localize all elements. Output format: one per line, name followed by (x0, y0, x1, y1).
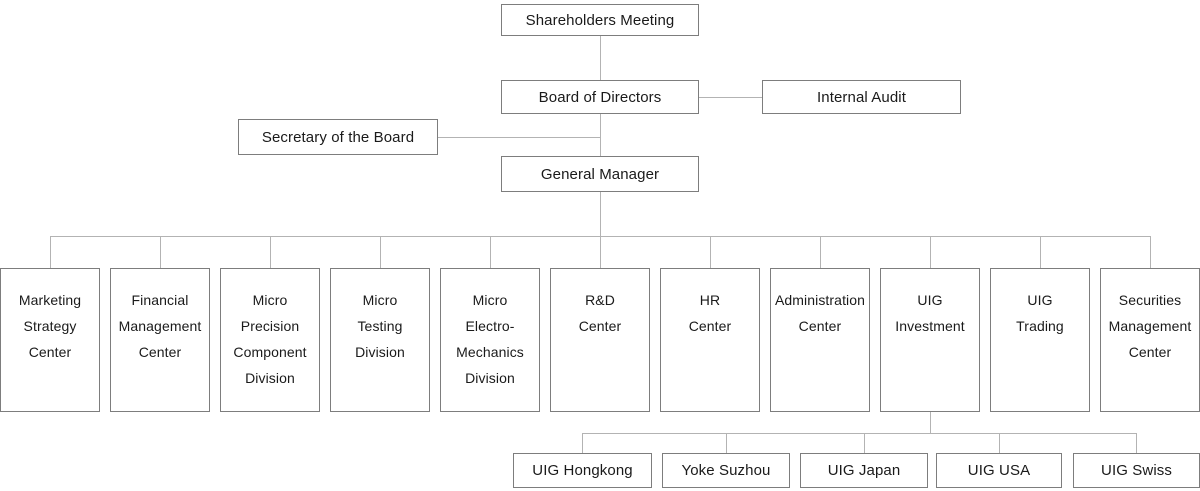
connector-drop (930, 236, 931, 268)
node-shareholders-meeting: Shareholders Meeting (501, 4, 699, 36)
connector-uig-investment-subsidiary-bus (930, 412, 931, 433)
node-uig-japan: UIG Japan (800, 453, 928, 488)
connector-gm-bus (600, 192, 601, 236)
connector-drop (600, 236, 601, 268)
node-uig-trading: UIG Trading (990, 268, 1090, 412)
connector-shareholders-board (600, 36, 601, 80)
connector-secretary-trunk (438, 137, 600, 138)
connector-drop (864, 433, 865, 453)
node-financial-management-center: Financial Management Center (110, 268, 210, 412)
connector-drop (160, 236, 161, 268)
node-uig-usa: UIG USA (936, 453, 1062, 488)
connector-board-internal-audit (699, 97, 763, 98)
node-marketing-strategy-center: Marketing Strategy Center (0, 268, 100, 412)
node-hr-center: HR Center (660, 268, 760, 412)
connector-drop (820, 236, 821, 268)
node-uig-hongkong: UIG Hongkong (513, 453, 652, 488)
connector-drop (1150, 236, 1151, 268)
node-administration-center: Administration Center (770, 268, 870, 412)
node-micro-precision-component-division: Micro Precision Component Division (220, 268, 320, 412)
node-internal-audit: Internal Audit (762, 80, 961, 114)
node-uig-swiss: UIG Swiss (1073, 453, 1200, 488)
connector-drop (582, 433, 583, 453)
node-secretary-of-the-board: Secretary of the Board (238, 119, 438, 155)
node-general-manager: General Manager (501, 156, 699, 192)
connector-drop (726, 433, 727, 453)
connector-drop (999, 433, 1000, 453)
connector-subsidiary-bus (582, 433, 1136, 434)
connector-drop (1136, 433, 1137, 453)
connector-drop (50, 236, 51, 268)
connector-board-gm (600, 114, 601, 156)
connector-drop (380, 236, 381, 268)
node-securities-management-center: Securities Management Center (1100, 268, 1200, 412)
connector-drop (1040, 236, 1041, 268)
node-yoke-suzhou: Yoke Suzhou (662, 453, 790, 488)
node-uig-investment: UIG Investment (880, 268, 980, 412)
connector-drop (710, 236, 711, 268)
node-board-of-directors: Board of Directors (501, 80, 699, 114)
node-micro-electro-mechanics-division: Micro Electro- Mechanics Division (440, 268, 540, 412)
connector-drop (270, 236, 271, 268)
node-rd-center: R&D Center (550, 268, 650, 412)
connector-drop (490, 236, 491, 268)
node-micro-testing-division: Micro Testing Division (330, 268, 430, 412)
